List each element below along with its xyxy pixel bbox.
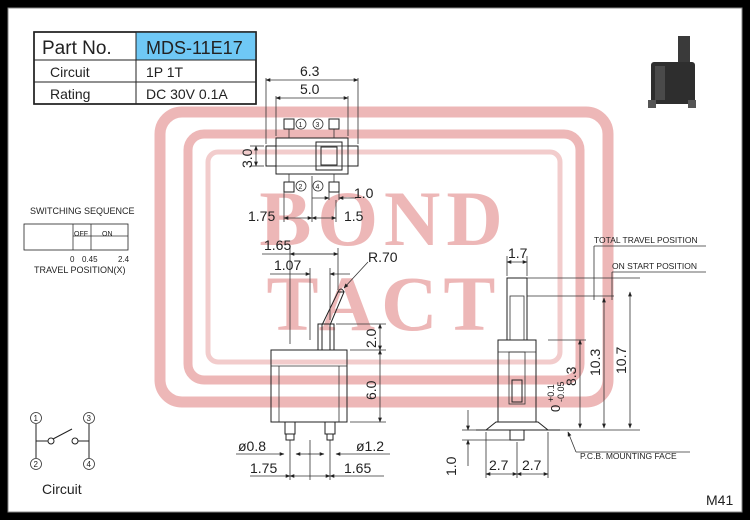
dim-d0-8: ø0.8 — [238, 438, 266, 454]
circuit-pin3: 3 — [87, 414, 92, 423]
dim-1-0: 1.0 — [354, 185, 374, 201]
dim-1-65-top: 1.65 — [264, 237, 291, 253]
spec-table: Part No. MDS-11E17 Circuit 1P 1T Rating … — [33, 31, 257, 105]
pcb-face-label: P.C.B. MOUNTING FACE — [580, 451, 677, 461]
part-no-value: MDS-11E17 — [146, 38, 243, 58]
switching-on: ON — [102, 231, 113, 238]
top-pin2: 2 — [299, 184, 303, 191]
circuit-pin1: 1 — [34, 414, 39, 423]
dim-1-75-bottom: 1.75 — [250, 460, 277, 476]
dim-2-0: 2.0 — [363, 328, 379, 348]
top-pin3: 3 — [316, 122, 320, 129]
dim-6-0: 6.0 — [363, 380, 379, 400]
switching-off: OFF — [74, 231, 88, 238]
paper — [7, 7, 743, 513]
total-travel-label: TOTAL TRAVEL POSITION — [594, 235, 698, 245]
dim-1-65-bottom: 1.65 — [344, 460, 371, 476]
tick-0: 0 — [70, 255, 75, 264]
watermark: BOND TACT — [154, 106, 614, 408]
circuit-pin2: 2 — [34, 460, 39, 469]
model-code: M41 — [706, 492, 733, 508]
switch-photo-icon — [648, 36, 696, 108]
circuit-schematic: 1 3 2 4 Circuit — [30, 412, 95, 497]
dim-1-07: 1.07 — [274, 257, 301, 273]
rating-value: DC 30V 0.1A — [146, 86, 228, 102]
switching-title: SWITCHING SEQUENCE — [30, 206, 135, 216]
dim-r70: R.70 — [368, 249, 398, 265]
switching-sequence: SWITCHING SEQUENCE OFF ON 0 0.45 2.4 TRA… — [23, 206, 135, 275]
dim-8-3: 8.3 — [563, 366, 579, 386]
dim-5-0: 5.0 — [300, 81, 320, 97]
dim-1-0-side: 1.0 — [443, 456, 459, 476]
dim-10-3: 10.3 — [587, 349, 603, 376]
part-no-highlight — [136, 32, 256, 60]
dim-1-7: 1.7 — [508, 245, 528, 261]
dim-d1-2: ø1.2 — [356, 438, 384, 454]
part-no-label: Part No. — [42, 38, 112, 59]
dim-1-75: 1.75 — [248, 208, 275, 224]
circuit-pin4: 4 — [87, 460, 92, 469]
circuit-label: Circuit — [50, 64, 90, 80]
watermark-line2: TACT — [267, 260, 502, 347]
side-view: 1.7 TOTAL TRAVEL POSITION ON START POSIT… — [443, 235, 706, 478]
tick-045: 0.45 — [82, 255, 98, 264]
tol-plus: +0.1 — [546, 384, 556, 402]
tick-24: 2.4 — [118, 255, 130, 264]
dim-2-7-a: 2.7 — [489, 457, 509, 473]
front-view: 1.65 1.07 R.70 2.0 6.0 ø0.8 ø1.2 — [236, 237, 398, 480]
tol-base: 0 — [548, 405, 563, 412]
dim-6-3: 6.3 — [300, 63, 320, 79]
dim-2-7-b: 2.7 — [522, 457, 542, 473]
dim-10-7: 10.7 — [613, 347, 629, 374]
top-pin1: 1 — [299, 122, 303, 129]
on-start-label: ON START POSITION — [612, 261, 697, 271]
top-view: 1 3 2 4 6.3 5.0 3.0 1.0 1.75 — [239, 63, 374, 224]
circuit-value: 1P 1T — [146, 64, 184, 80]
dim-1-5: 1.5 — [344, 208, 364, 224]
top-pin4: 4 — [316, 184, 320, 191]
rating-label: Rating — [50, 86, 90, 102]
tol-minus: -0.05 — [556, 381, 566, 402]
circuit-caption: Circuit — [42, 481, 82, 497]
dim-3-0: 3.0 — [239, 148, 255, 168]
travel-axis-label: TRAVEL POSITION(X) — [34, 265, 126, 275]
